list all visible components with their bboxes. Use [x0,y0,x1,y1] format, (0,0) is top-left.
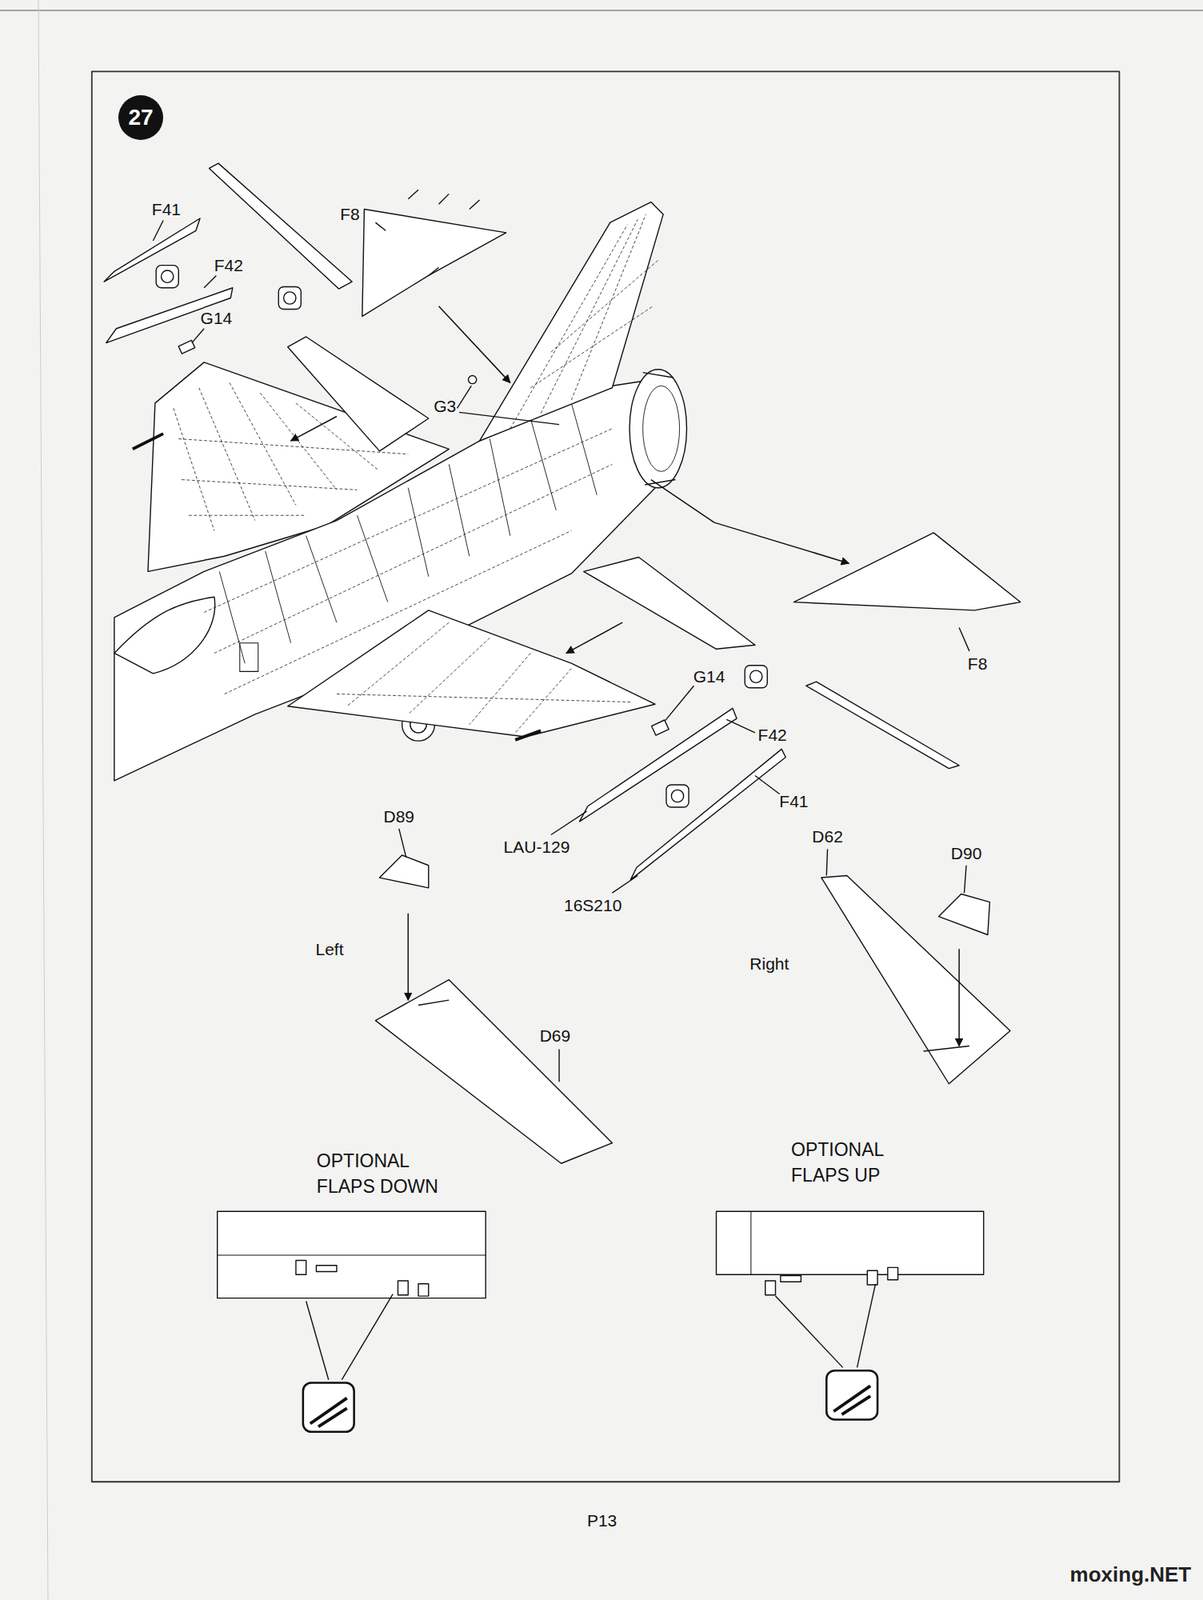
part-number: G14 [693,666,726,687]
rail-adapter [651,719,670,736]
flap [375,979,612,1164]
part-number: F8 [967,653,988,674]
stabilizer-pins [407,189,480,276]
small-part [468,375,477,384]
assembly-arrows [291,306,960,1047]
part-number: D69 [539,1025,572,1046]
part-number: F42 [758,724,788,745]
step-number-text: 27 [127,104,153,131]
flaps-up-inset [716,1210,984,1295]
part-number: F41 [151,199,181,220]
watermark: moxing.NET [1070,1562,1192,1587]
stabilizer [793,532,1020,611]
step-frame [91,71,1120,1482]
option-note: OPTIONAL FLAPS UP [791,1136,924,1188]
part-number: G14 [200,307,233,328]
part-number: G3 [433,395,456,416]
flaps-down-inset [217,1210,486,1298]
part-number: F41 [779,791,808,812]
side-note: Right [749,953,789,974]
option-note: OPTIONAL FLAPS DOWN [316,1147,449,1200]
page-rule [0,9,1203,12]
part-number: F42 [214,255,244,276]
flap-insert [379,855,429,888]
page-edge [38,0,48,1600]
missile-rail [106,287,233,344]
step-number: 27 [118,95,164,140]
part-number: F8 [339,203,360,224]
leading-edge-flap [209,163,353,289]
part-name: 16S210 [563,895,622,916]
stabilizer [362,209,507,317]
part-number: D89 [383,806,416,827]
flap-insert [939,893,991,935]
missile-rail [103,218,200,282]
flaperon [287,336,429,452]
right-wing [287,610,656,740]
side-note: Left [315,939,344,960]
part-number: D90 [951,843,983,864]
symbol-icons [155,265,878,1432]
part-name: LAU-129 [503,836,571,857]
leader-lines [152,220,970,1380]
page-number: P13 [587,1510,617,1531]
flap [821,875,1011,1084]
part-number: D62 [811,826,844,847]
missile-rail [630,748,786,880]
leading-edge-flap [806,681,960,768]
vertical-fin [479,202,664,442]
flaperon [583,557,756,650]
